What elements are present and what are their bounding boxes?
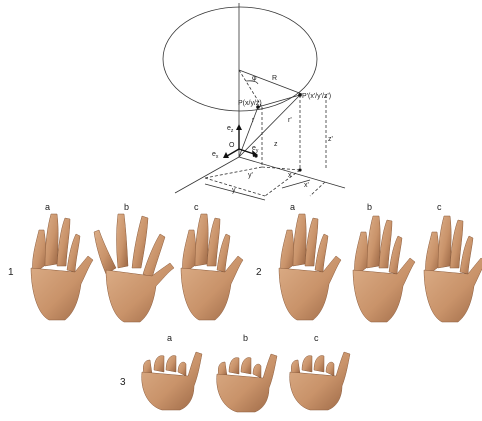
panel-label-2b: b bbox=[367, 202, 372, 212]
row-label-1: 1 bbox=[8, 267, 14, 278]
dim-y bbox=[204, 183, 266, 201]
hand-2a bbox=[278, 213, 342, 321]
grid-2 bbox=[264, 169, 301, 197]
label-P: P(x/y/z) bbox=[238, 100, 262, 107]
r-prime-vector bbox=[238, 94, 301, 158]
label-y: y bbox=[232, 187, 236, 194]
label-z-prime: z' bbox=[328, 136, 333, 143]
label-P-prime: P'(x'/y'/z') bbox=[302, 93, 331, 100]
label-r-prime: r' bbox=[288, 117, 292, 124]
label-z: z bbox=[274, 141, 278, 148]
label-x: x bbox=[288, 172, 292, 179]
label-ey-base: e bbox=[252, 145, 256, 152]
hand-3a bbox=[141, 351, 203, 411]
label-ez: ez bbox=[227, 125, 234, 134]
row-label-2: 2 bbox=[256, 267, 262, 278]
ex-arrow bbox=[226, 148, 240, 157]
hand-2c bbox=[423, 215, 482, 323]
hand-3b bbox=[216, 353, 278, 413]
panel-label-3b: b bbox=[243, 333, 248, 343]
ey-arrow bbox=[238, 148, 255, 155]
label-ex: ex bbox=[212, 151, 219, 160]
label-r: r bbox=[252, 117, 255, 124]
angle-arc bbox=[245, 80, 259, 85]
panel-label-1c: c bbox=[194, 202, 199, 212]
label-angle: φ bbox=[252, 75, 257, 82]
rotation-circle bbox=[162, 6, 318, 112]
panel-label-2a: a bbox=[290, 202, 295, 212]
y-axis bbox=[238, 156, 346, 189]
hand-1c bbox=[180, 213, 244, 321]
angle-dash-1 bbox=[238, 69, 263, 108]
dim-x bbox=[281, 179, 311, 189]
label-O: O bbox=[229, 142, 235, 149]
grid-5 bbox=[309, 181, 326, 197]
r-vector bbox=[238, 106, 259, 158]
label-ey-sub: y bbox=[256, 148, 259, 154]
hand-1a bbox=[30, 213, 94, 321]
label-ez-sub: z bbox=[231, 128, 234, 134]
label-ex-sub: x bbox=[216, 154, 219, 160]
grid-4 bbox=[204, 177, 266, 197]
panel-label-1a: a bbox=[45, 202, 50, 212]
panel-label-3a: a bbox=[167, 333, 172, 343]
label-ey: ey bbox=[252, 145, 259, 154]
unit-vectors bbox=[223, 93, 302, 172]
label-R: R bbox=[272, 75, 277, 82]
row-label-3: 3 bbox=[120, 377, 126, 388]
diagram-labels: R φ P(x/y/z) P'(x'/y'/z') r r' z z' O ez… bbox=[212, 75, 333, 194]
hand-3c bbox=[289, 351, 351, 411]
panel-label-3c: c bbox=[314, 333, 319, 343]
label-y-prime: y' bbox=[248, 172, 253, 179]
p-to-p-prime bbox=[257, 94, 301, 108]
radius-line bbox=[238, 69, 303, 95]
grid-1 bbox=[204, 166, 263, 179]
panel-label-2c: c bbox=[437, 202, 442, 212]
hand-1b bbox=[93, 213, 175, 323]
grid-3 bbox=[261, 166, 301, 171]
label-ex-base: e bbox=[212, 151, 216, 158]
panel-label-1b: b bbox=[124, 202, 129, 212]
hand-2b bbox=[352, 215, 416, 323]
label-x-prime: x' bbox=[304, 182, 309, 189]
x-axis bbox=[174, 156, 240, 194]
label-ez-base: e bbox=[227, 125, 231, 132]
